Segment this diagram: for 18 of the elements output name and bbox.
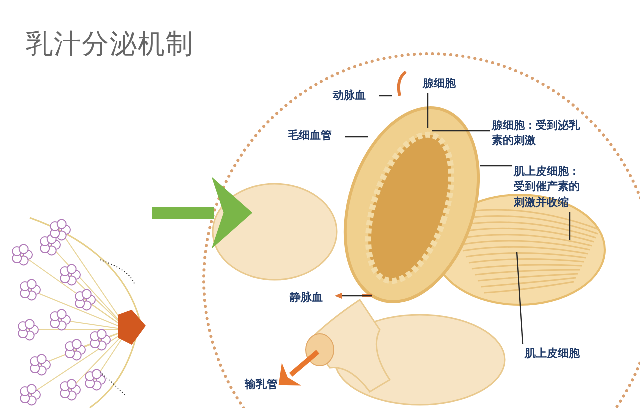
arrow	[152, 177, 253, 249]
leader-line	[432, 130, 490, 132]
part-label: 肌上皮细胞：受到催产素的刺激并收缩	[514, 164, 584, 210]
part-label: 腺细胞	[423, 76, 467, 92]
leader-line	[345, 136, 368, 138]
arrow	[335, 293, 372, 299]
part-label: 腺细胞：受到泌乳素的刺激	[492, 118, 584, 149]
leader-line	[480, 165, 512, 167]
part-label: 静脉血	[290, 290, 334, 306]
arrow	[278, 350, 320, 386]
leader-line	[379, 95, 392, 97]
part-label: 动脉血	[333, 88, 377, 104]
part-label: 肌上皮细胞	[525, 346, 591, 362]
leader-line	[516, 252, 524, 344]
title: 乳汁分泌机制	[26, 28, 194, 62]
part-label: 毛细血管	[288, 128, 343, 144]
part-label: 输乳管	[245, 377, 289, 392]
leader-line	[569, 212, 571, 240]
